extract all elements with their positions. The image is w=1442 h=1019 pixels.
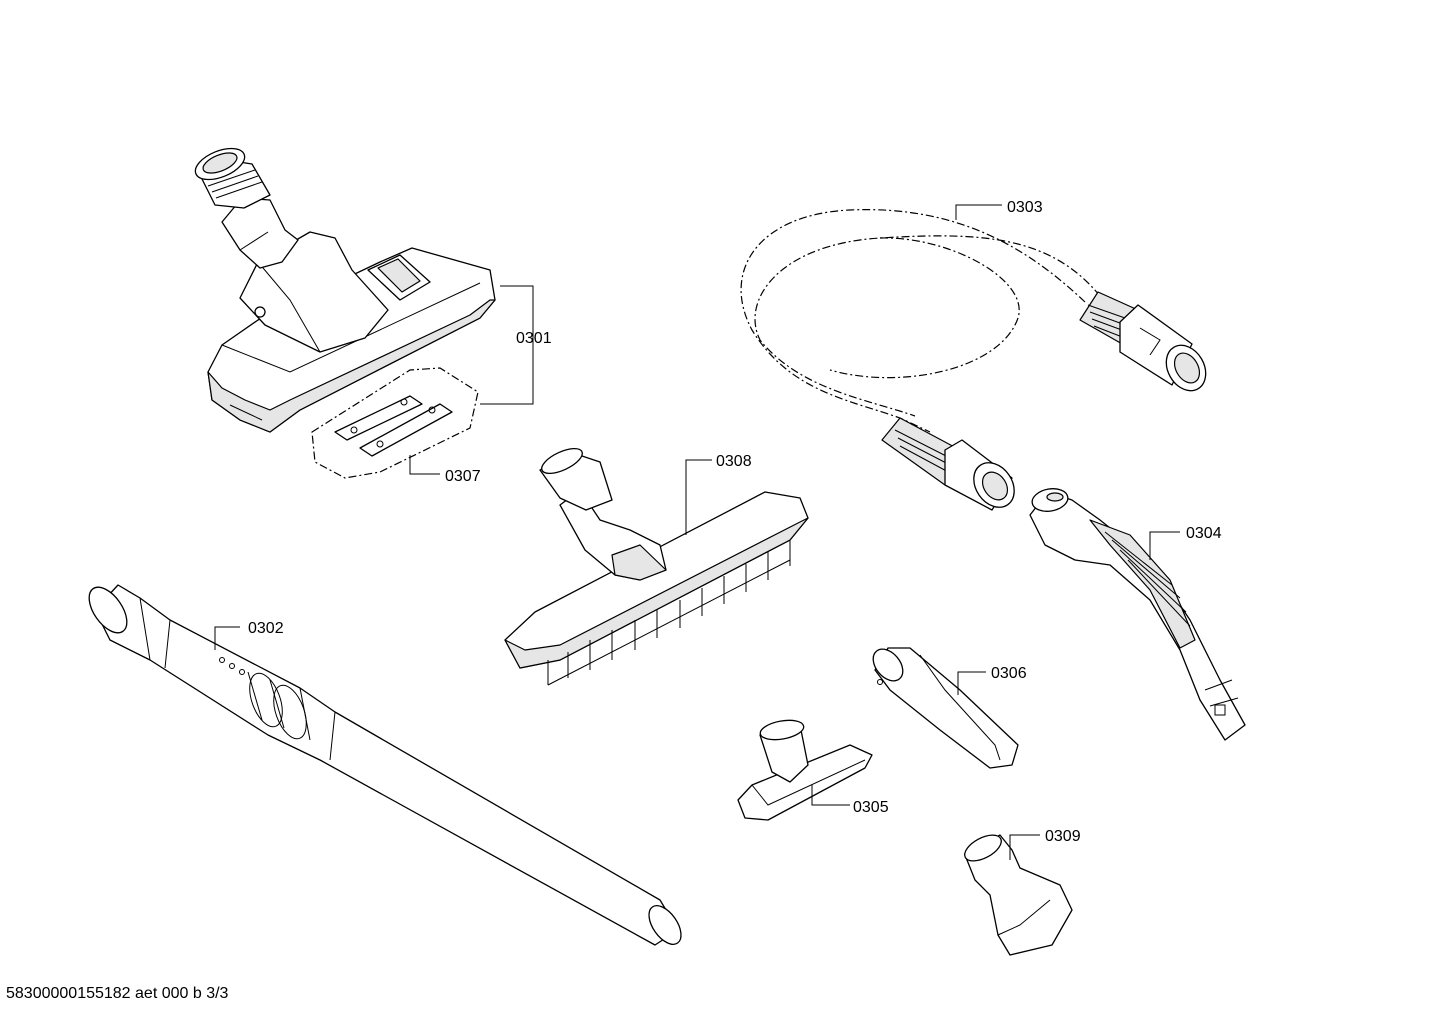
label-0308: 0308 — [716, 453, 752, 470]
label-0301: 0301 — [516, 330, 552, 347]
label-0307: 0307 — [445, 468, 481, 485]
leader-0307 — [409, 455, 440, 475]
telescopic-tube-0302[interactable] — [82, 581, 688, 950]
label-0305: 0305 — [853, 799, 889, 816]
upholstery-nozzle-0305[interactable] — [737, 717, 873, 821]
parquet-brush-0308[interactable] — [504, 444, 809, 686]
label-0302: 0302 — [248, 620, 284, 637]
adapter-0309[interactable] — [961, 830, 1073, 956]
leader-0306 — [957, 671, 986, 695]
label-0309: 0309 — [1045, 828, 1081, 845]
label-0304: 0304 — [1186, 525, 1222, 542]
leader-0305 — [811, 785, 850, 806]
leader-0308 — [685, 459, 712, 535]
crevice-nozzle-0306[interactable] — [867, 643, 1019, 769]
leader-0303 — [955, 204, 1002, 220]
floor-nozzle-0301[interactable] — [191, 142, 496, 433]
leader-0302 — [214, 626, 240, 650]
label-0306: 0306 — [991, 665, 1027, 682]
leader-0309 — [1009, 834, 1040, 860]
leader-0301 — [480, 285, 534, 405]
handle-0304[interactable] — [1029, 486, 1246, 741]
label-0303: 0303 — [1007, 199, 1043, 216]
strips-0307[interactable] — [311, 367, 479, 479]
hose-0303[interactable] — [740, 209, 1214, 515]
document-footer-code: 58300000155182 aet 000 b 3/3 — [6, 985, 229, 1002]
leader-0304 — [1149, 531, 1180, 560]
